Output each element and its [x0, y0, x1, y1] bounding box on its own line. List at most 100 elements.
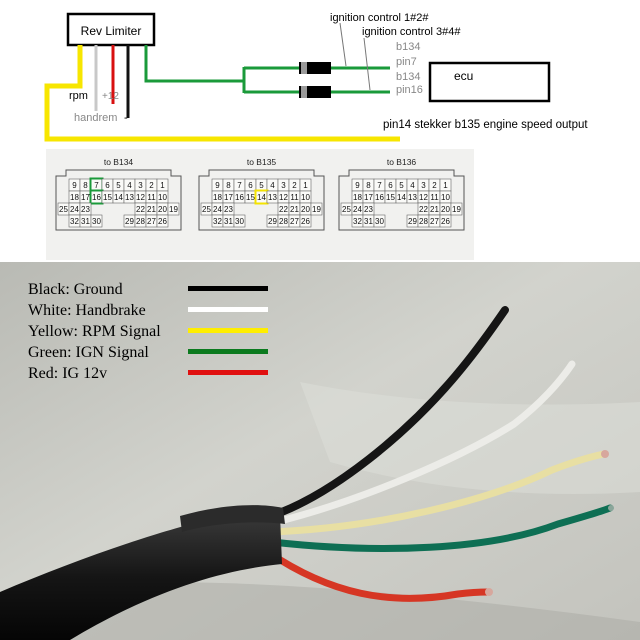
- connector-pin: 23: [81, 205, 90, 214]
- connector-pin: 13: [125, 193, 134, 202]
- connector-pin: 17: [224, 193, 233, 202]
- connector-pin: 16: [375, 193, 384, 202]
- connector-pin: 3: [138, 181, 143, 190]
- connector-pin: 4: [410, 181, 415, 190]
- connector-pin: 19: [312, 205, 321, 214]
- connector-pin: 31: [364, 217, 373, 226]
- legend-swatch: [188, 349, 268, 354]
- pin14-note: pin14 stekker b135 engine speed output: [383, 119, 588, 131]
- connector-pin: 8: [366, 181, 371, 190]
- connector-pin: 11: [430, 193, 439, 202]
- connector-label: to B134: [104, 157, 134, 167]
- connector-pin: 3: [421, 181, 426, 190]
- connector-pin: 32: [353, 217, 362, 226]
- connector-pin: 7: [377, 181, 382, 190]
- connector-pin: 25: [59, 205, 68, 214]
- connector-pin: 2: [432, 181, 437, 190]
- connector-pin: 5: [116, 181, 121, 190]
- connector-pin: 23: [224, 205, 233, 214]
- connector-pin: 2: [292, 181, 297, 190]
- connector-pin: 11: [290, 193, 299, 202]
- b134-top-label: b134: [396, 41, 420, 53]
- connector-pin: 28: [419, 217, 428, 226]
- connector-pin: 10: [158, 193, 167, 202]
- photo-red-wire: [264, 548, 492, 602]
- connector-pin: 19: [169, 205, 178, 214]
- connector-pin: 30: [92, 217, 101, 226]
- connector-pin: 27: [430, 217, 439, 226]
- green-ign-wire: [144, 45, 244, 83]
- legend-label: Black: Ground: [28, 281, 123, 298]
- connector-pin: 31: [81, 217, 90, 226]
- connector-pin: 29: [268, 217, 277, 226]
- connector-pin: 5: [399, 181, 404, 190]
- connector-pin: 6: [388, 181, 393, 190]
- connector-pin: 1: [303, 181, 308, 190]
- connector-pin: 20: [301, 205, 310, 214]
- legend-swatch: [188, 286, 268, 291]
- photo-green-wire: [268, 504, 614, 552]
- connector-pin: 4: [127, 181, 132, 190]
- connector-pin: 21: [147, 205, 156, 214]
- connector-pin: 12: [136, 193, 145, 202]
- connector-pin: 22: [136, 205, 145, 214]
- connector-pin: 21: [430, 205, 439, 214]
- connector-pin: 18: [213, 193, 222, 202]
- connector-pin: 24: [213, 205, 222, 214]
- connector-pin: 10: [441, 193, 450, 202]
- legend-label: Yellow: RPM Signal: [28, 323, 161, 340]
- connector-pin: 8: [226, 181, 231, 190]
- connector-pin: 26: [158, 217, 167, 226]
- diode-2: [299, 86, 331, 98]
- connector-pin: 16: [92, 193, 101, 202]
- connector-pin: 24: [70, 205, 79, 214]
- ignition-control-1-label: ignition control 1#2#: [330, 12, 429, 24]
- connector-pin: 32: [213, 217, 222, 226]
- connector-label: to B136: [387, 157, 417, 167]
- connector-pin: 10: [301, 193, 310, 202]
- yellow-rpm-wire: [44, 45, 400, 142]
- connector-pin: 15: [386, 193, 395, 202]
- legend-swatch: [188, 370, 268, 375]
- ecu-label: ecu: [454, 69, 473, 83]
- connector-pin: 21: [290, 205, 299, 214]
- connector-pin: 27: [290, 217, 299, 226]
- connector-pin: 2: [149, 181, 154, 190]
- connector-pin: 29: [408, 217, 417, 226]
- connector-pin: 15: [103, 193, 112, 202]
- diode-1: [299, 62, 331, 74]
- connector-pin: 28: [279, 217, 288, 226]
- connector-pin: 18: [70, 193, 79, 202]
- photo-yellow-wire: [266, 450, 608, 536]
- photo-cable: [0, 514, 282, 640]
- connector-pin: 7: [94, 181, 99, 190]
- legend-label: White: Handbrake: [28, 302, 146, 319]
- connector-pin: 24: [353, 205, 362, 214]
- ignition-control-2-label: ignition control 3#4#: [362, 26, 461, 38]
- connector-pin: 14: [114, 193, 123, 202]
- legend-swatch: [188, 307, 268, 312]
- connector-pin: 32: [70, 217, 79, 226]
- connector-pin: 14: [257, 193, 266, 202]
- connector-pin: 26: [441, 217, 450, 226]
- connector-pin: 19: [452, 205, 461, 214]
- connector-label: to B135: [247, 157, 277, 167]
- connector-pin: 20: [441, 205, 450, 214]
- legend-label: Green: IGN Signal: [28, 344, 149, 361]
- b134-bottom-label: b134: [396, 71, 420, 83]
- connector-pin: 9: [215, 181, 220, 190]
- legend-swatch: [188, 328, 268, 333]
- connector-pin: 17: [364, 193, 373, 202]
- legend-label: Red: IG 12v: [28, 365, 107, 382]
- connector-pin: 14: [397, 193, 406, 202]
- connector-pin: 25: [342, 205, 351, 214]
- connector-pin: 9: [355, 181, 360, 190]
- connector-pin: 22: [279, 205, 288, 214]
- handrem-label: handrem: [74, 112, 117, 124]
- connector-pin: 12: [419, 193, 428, 202]
